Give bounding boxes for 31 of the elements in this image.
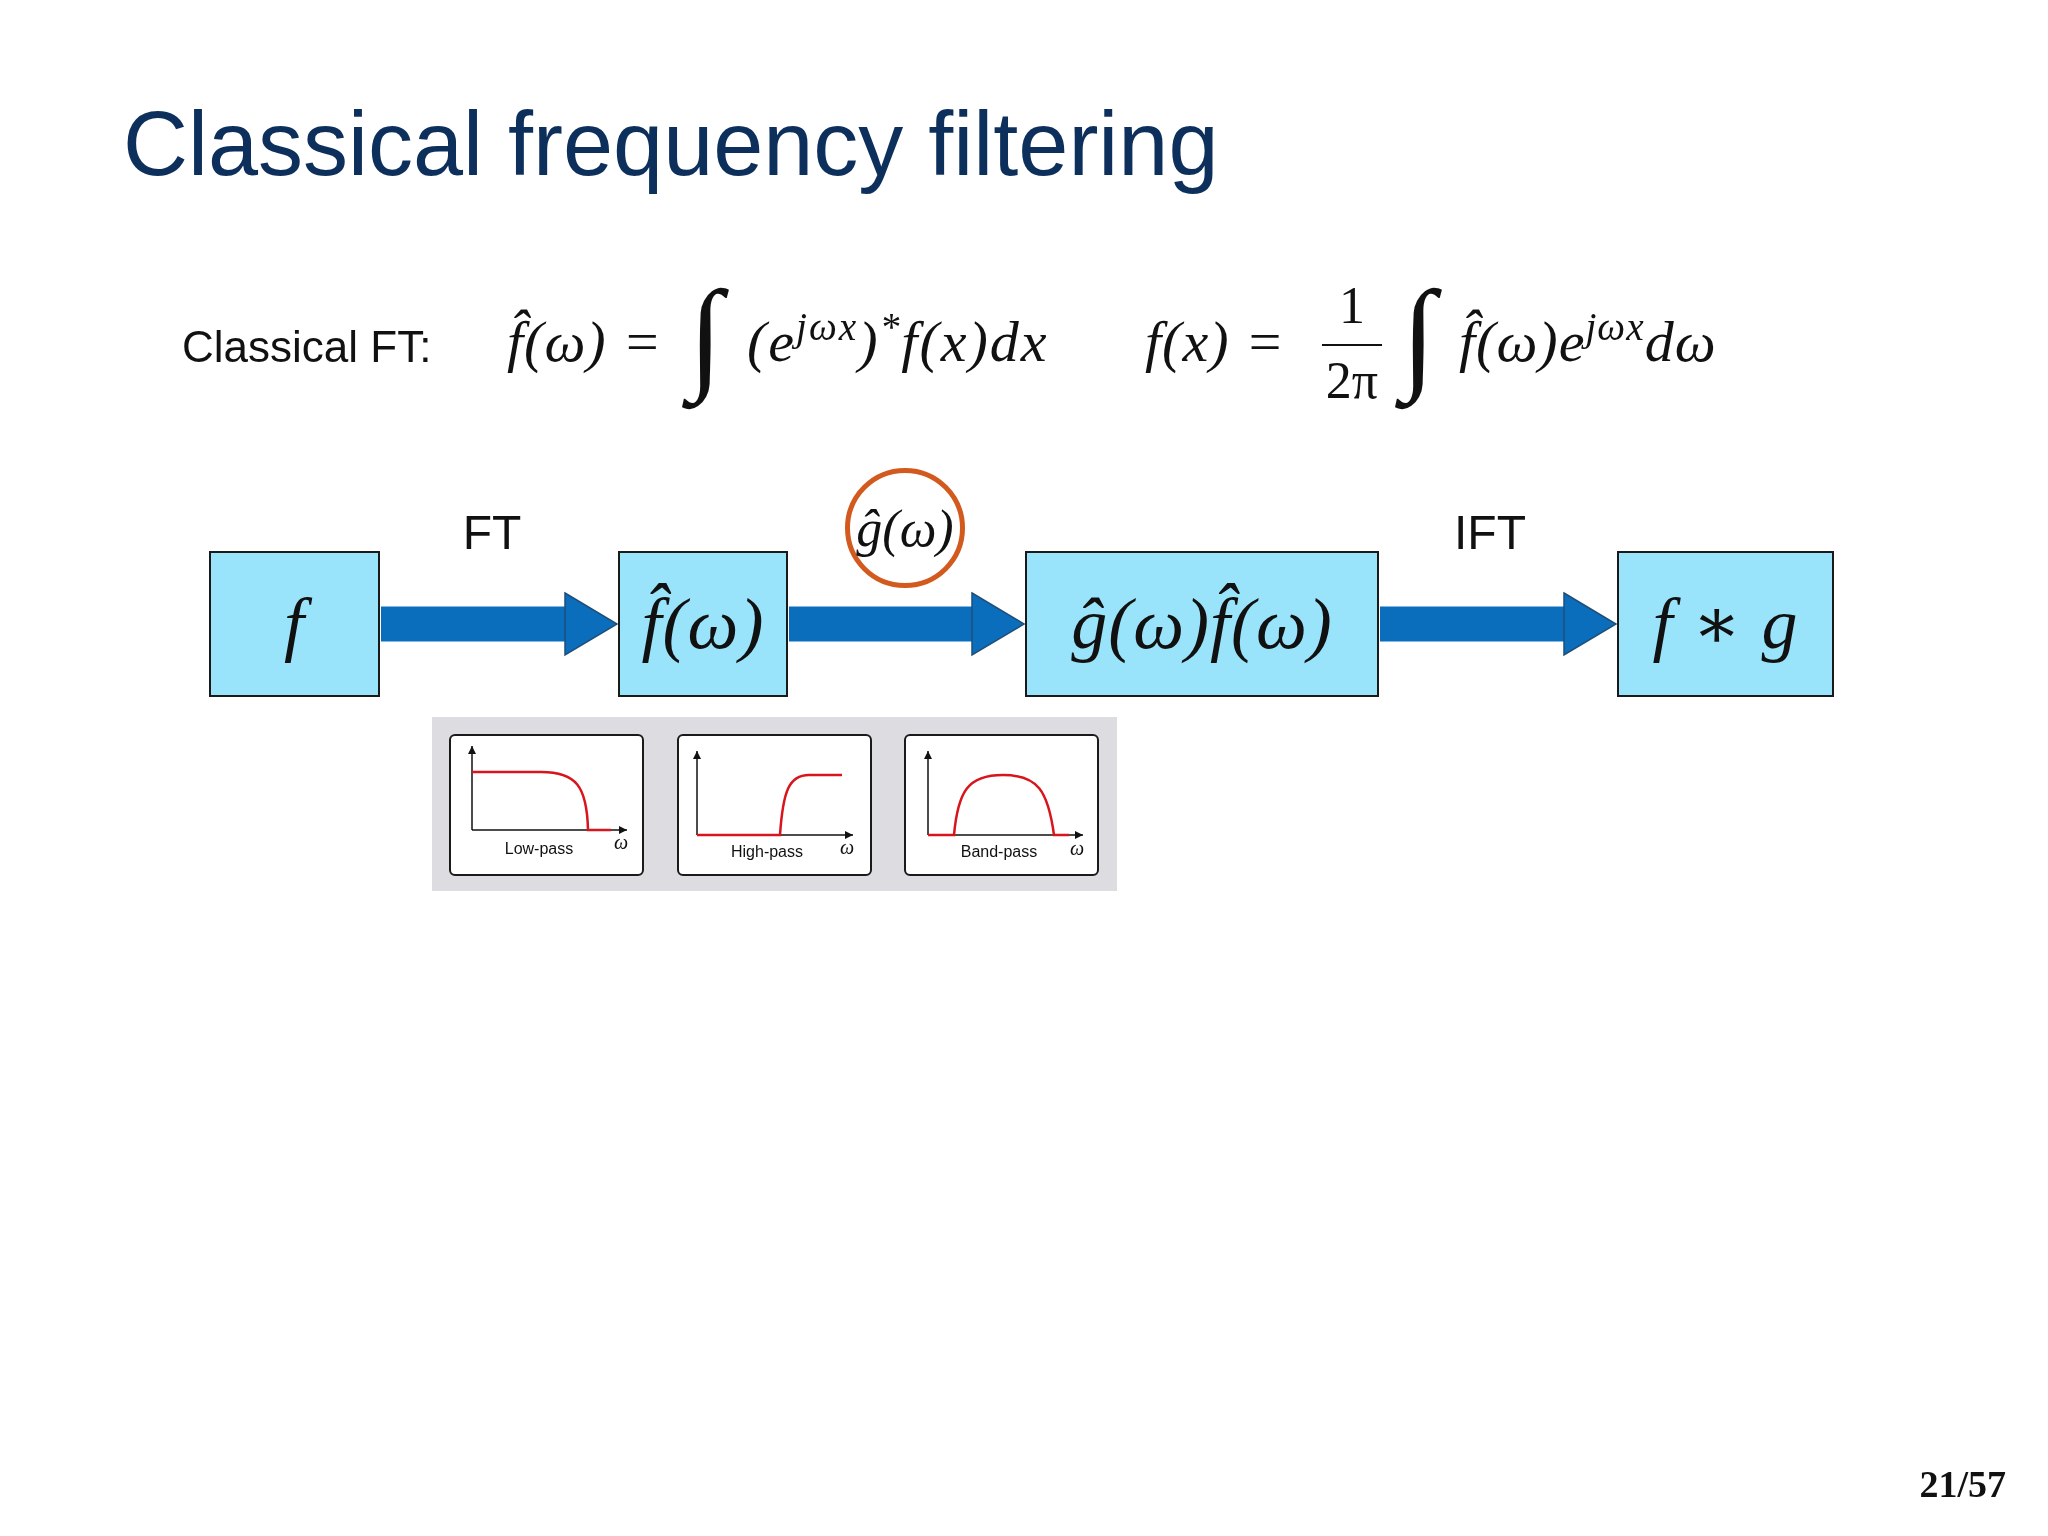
block-arrow bbox=[1380, 592, 1617, 656]
math-expression: f(x) = bbox=[1143, 308, 1287, 377]
math-expression: f̂(ω) bbox=[640, 582, 766, 666]
filter-label: High-pass bbox=[731, 842, 803, 862]
fraction-denominator: 2π bbox=[1325, 350, 1379, 411]
integral-sign: ∫ bbox=[676, 254, 735, 416]
fraction-numerator: 1 bbox=[1339, 275, 1365, 336]
filter-label: Band-pass bbox=[960, 842, 1038, 862]
page-number: 21/57 bbox=[1919, 1462, 2006, 1508]
axis-label: ω bbox=[838, 834, 856, 860]
slide-title: Classical frequency filtering bbox=[123, 93, 1220, 196]
process-box bbox=[618, 551, 788, 697]
process-box bbox=[1617, 551, 1834, 697]
formula-label: Classical FT: bbox=[182, 320, 432, 373]
math-expression: ĝ(ω) bbox=[855, 498, 955, 559]
axis-label: ω bbox=[612, 829, 630, 855]
math-expression: f̂(ω)e$^{jωx}$dω bbox=[1457, 307, 1718, 377]
math-expression: f ∗ g bbox=[1651, 583, 1800, 666]
axis-label: ω bbox=[1068, 835, 1086, 861]
math-expression: (e$^{jωx}$)$^{*}$f(x)dx bbox=[745, 307, 1050, 377]
math-expression: f bbox=[275, 579, 314, 669]
block-arrow bbox=[789, 592, 1025, 656]
math-expression: ĝ(ω)f̂(ω) bbox=[1070, 582, 1334, 666]
block-arrow bbox=[381, 592, 618, 656]
process-box bbox=[1025, 551, 1379, 697]
filter-panel bbox=[432, 717, 1117, 891]
highlight-circle bbox=[845, 468, 965, 588]
integral-sign: ∫ bbox=[1389, 254, 1448, 416]
process-box bbox=[209, 551, 380, 697]
filter-label: Low-pass bbox=[504, 839, 574, 859]
math-expression: f̂(ω) = bbox=[505, 308, 664, 377]
